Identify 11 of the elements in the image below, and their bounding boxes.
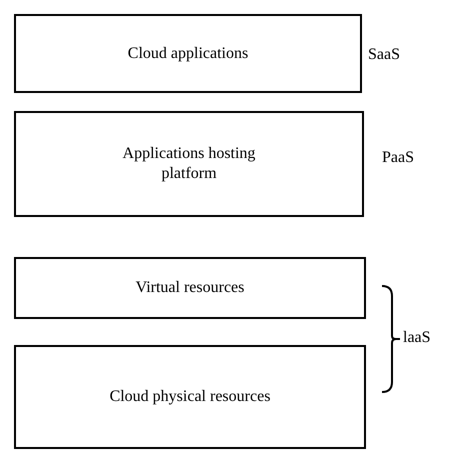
service-model-label: SaaS <box>368 46 400 64</box>
layer-box <box>14 257 366 319</box>
service-model-label: laaS <box>403 329 431 347</box>
layer-title: Cloud physical resources <box>110 387 270 407</box>
layer-title: Virtual resources <box>136 278 244 298</box>
layer-title: Applications hosting platform <box>122 144 256 184</box>
layer-box <box>14 111 364 217</box>
layer-title: Cloud applications <box>128 44 248 64</box>
service-model-label: PaaS <box>382 149 414 167</box>
layer-box <box>14 345 366 449</box>
layer-box <box>14 14 362 93</box>
